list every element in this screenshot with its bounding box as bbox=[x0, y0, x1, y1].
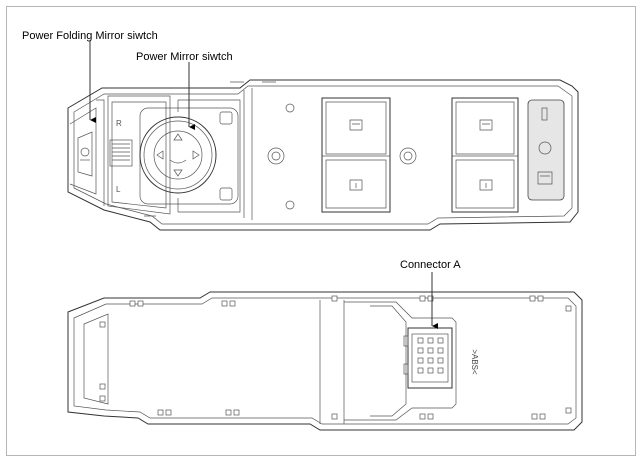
r-letter: R bbox=[116, 119, 122, 128]
l-letter: L bbox=[116, 185, 121, 194]
housing-clip-marks bbox=[99, 295, 572, 420]
window-switch-group-right bbox=[451, 97, 519, 213]
connector-a bbox=[403, 327, 453, 389]
mirror-icon-bottom bbox=[219, 187, 233, 201]
figure-frame bbox=[6, 6, 636, 456]
lr-selector: R L bbox=[109, 119, 133, 194]
screw-holes-top bbox=[267, 103, 417, 210]
top-view-switch-panel: R L bbox=[67, 79, 579, 231]
label-power-mirror-switch: Power Mirror siwtch bbox=[136, 51, 233, 63]
window-switch-group-center bbox=[321, 97, 391, 213]
window-lock-switch bbox=[527, 99, 565, 201]
bottom-view-switch-housing: >ABS< bbox=[67, 291, 583, 431]
abs-marking: >ABS< bbox=[470, 349, 479, 375]
folding-mirror-button bbox=[77, 131, 93, 177]
label-power-folding-mirror-switch: Power Folding Mirror siwtch bbox=[22, 30, 158, 42]
label-connector-a: Connector A bbox=[400, 259, 461, 271]
mirror-icon-top bbox=[219, 111, 233, 125]
